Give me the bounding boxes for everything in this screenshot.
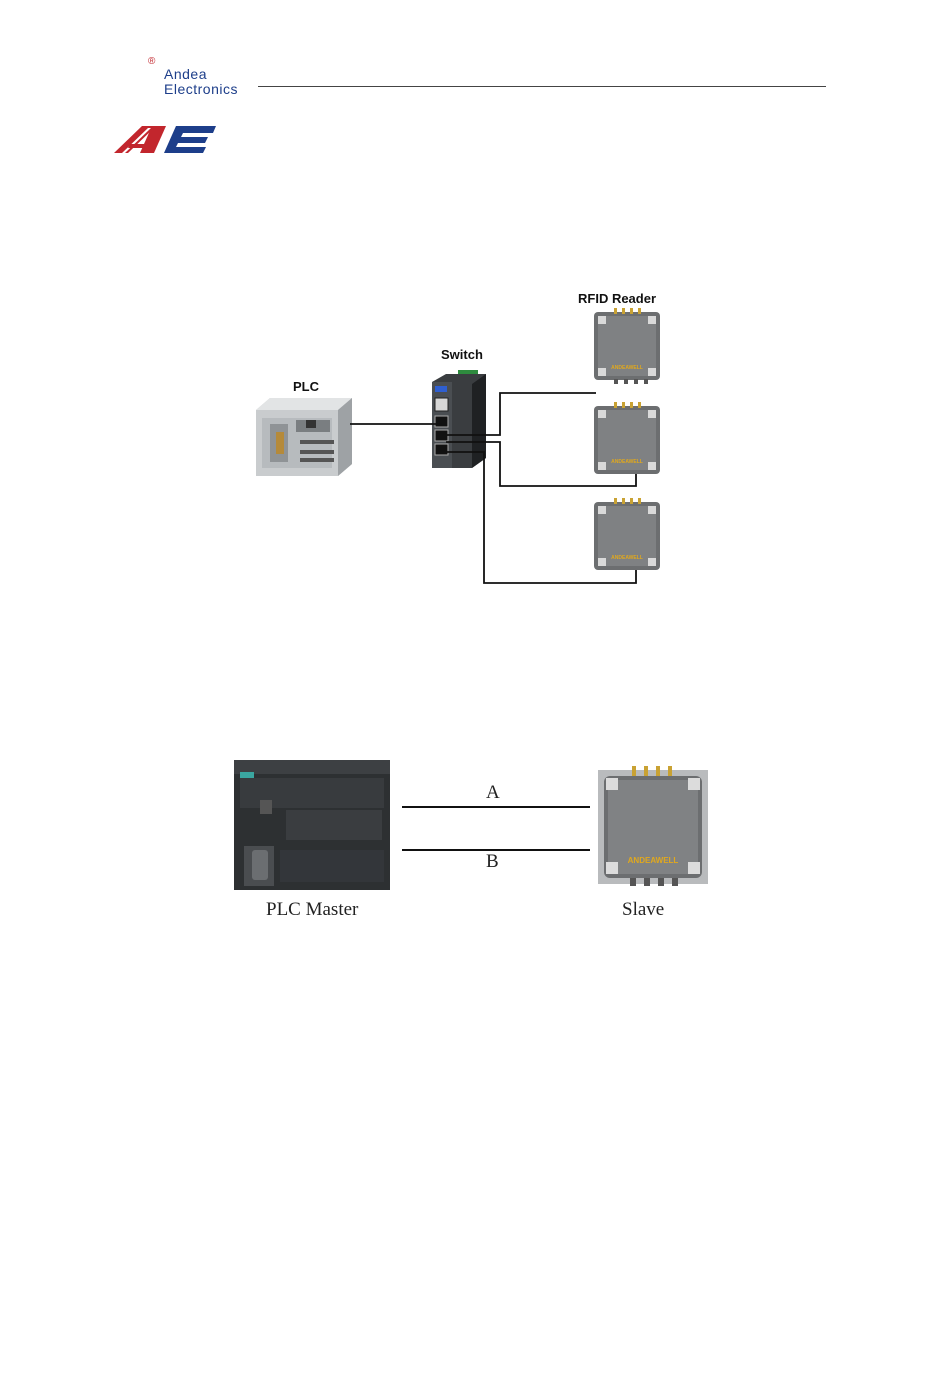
- ethernet-diagram: ANDEAWELL ANDEAWELL ANDEAWELL ANDEAWELL: [0, 0, 936, 1324]
- plc-label: PLC: [293, 379, 319, 394]
- line-a-label: A: [486, 782, 500, 804]
- reader-2-brand: ANDEAWELL: [611, 459, 643, 465]
- line-b-label: B: [486, 851, 499, 873]
- slave-brand: ANDEAWELL: [628, 856, 679, 865]
- plc-master-label: PLC Master: [266, 899, 358, 921]
- rfid-reader-label: RFID Reader: [578, 291, 656, 306]
- network-switch: [432, 370, 486, 468]
- rfid-reader-1: [594, 308, 660, 384]
- rs485-lines: [402, 807, 590, 850]
- reader-3-brand: ANDEAWELL: [611, 555, 643, 561]
- slave-label: Slave: [622, 899, 664, 921]
- plc-device: [256, 398, 352, 476]
- switch-label: Switch: [441, 347, 483, 362]
- slave-reader-device: [598, 766, 708, 886]
- plc-master-device: [234, 760, 390, 890]
- reader-1-brand: ANDEAWELL: [611, 365, 643, 371]
- ethernet-cables: [350, 393, 636, 583]
